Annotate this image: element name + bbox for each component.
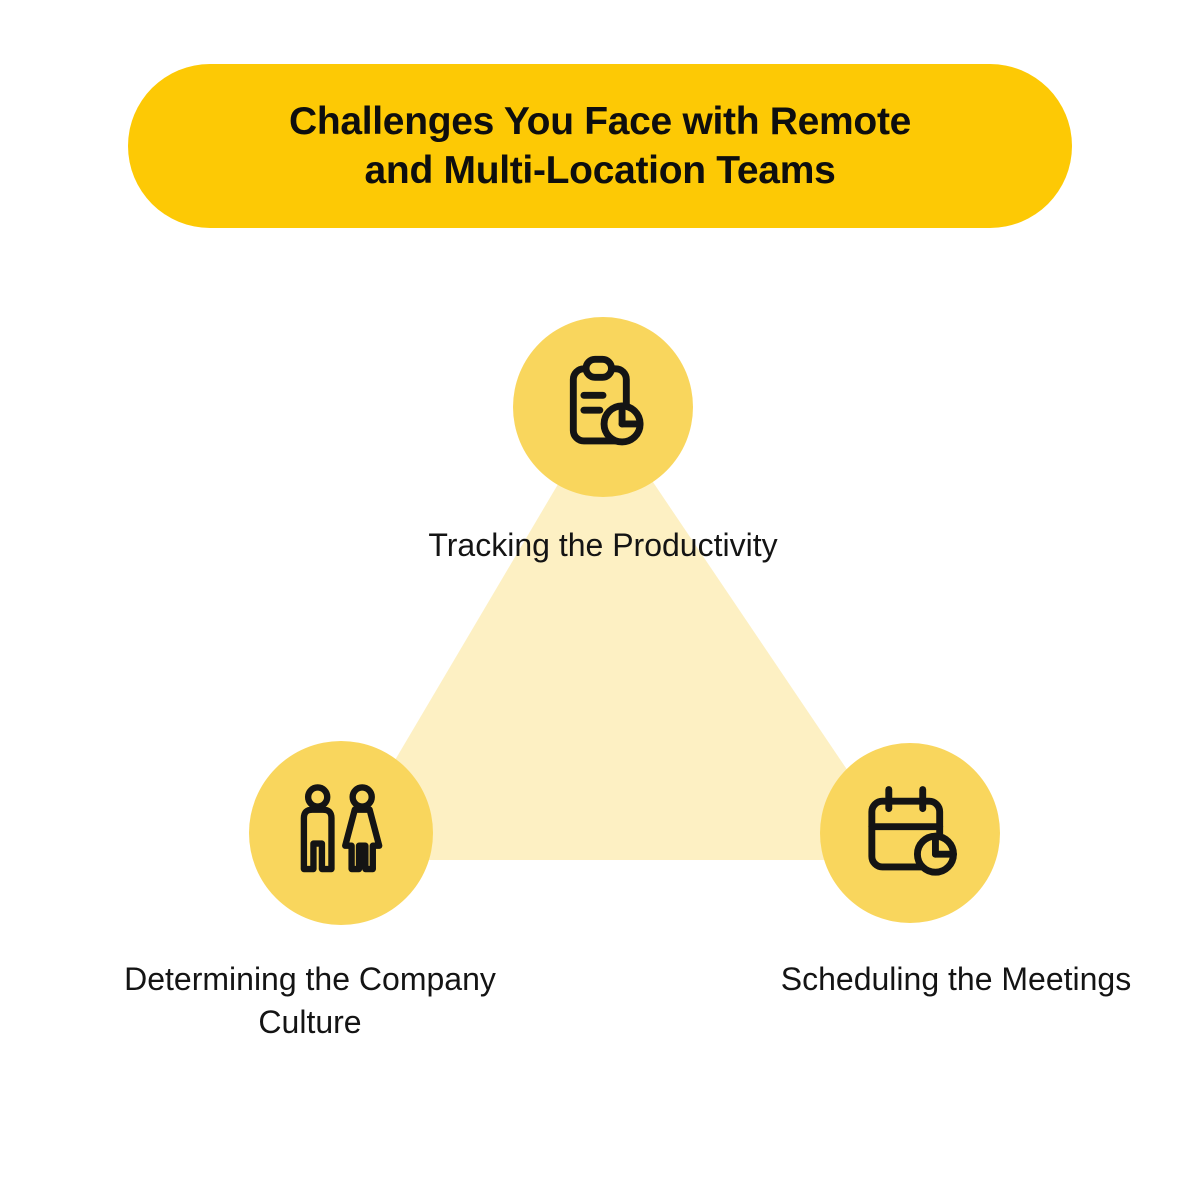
connector-triangle <box>336 408 908 860</box>
man-woman-icon <box>300 784 383 873</box>
title-banner: Challenges You Face with Remote and Mult… <box>128 64 1072 228</box>
node-label-scheduling-meetings: Scheduling the Meetings <box>780 961 1132 997</box>
node-label-tracking-productivity: Tracking the Productivity <box>428 527 778 563</box>
node-circle-culture <box>249 741 433 925</box>
node-label-company-culture: Determining the Company Culture <box>124 961 496 1040</box>
calendar-pie-chart-icon <box>868 786 957 876</box>
node-circle-meetings <box>820 743 1000 923</box>
clipboard-pie-chart-icon <box>569 355 644 446</box>
node-circle-tracking <box>513 317 693 497</box>
title-line-2: and Multi-Location Teams <box>364 149 836 192</box>
title-line-1: Challenges You Face with Remote <box>288 100 912 143</box>
